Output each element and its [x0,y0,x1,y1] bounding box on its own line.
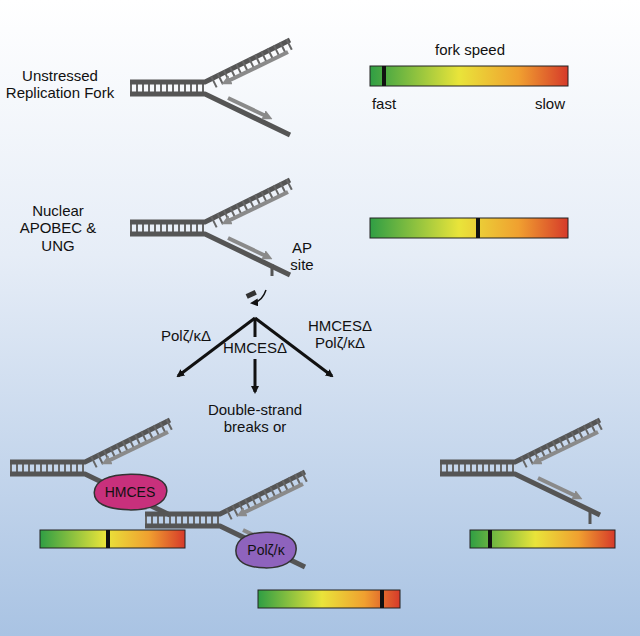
label: Polζ/κΔ [146,327,226,344]
label: HMCESΔ Polζ/κΔ [305,317,375,352]
label: fast [359,95,409,112]
hmces-protein: HMCES [92,473,169,511]
flip-arrow [252,290,266,303]
replication-fork [440,420,600,515]
label: Nuclear APOBEC & UNG [17,202,99,254]
branch-arrow [254,318,257,337]
ap-site-mark [589,512,592,524]
excised-base [246,290,257,299]
speed-bar [370,66,568,86]
polymerase-protein: Polζ/κ [234,531,298,569]
replication-fork [145,472,305,567]
ap-site-mark [271,264,274,276]
label: fork speed [410,41,530,58]
speed-bar [258,590,400,608]
branch-arrow [254,359,257,392]
replication-fork [130,180,290,275]
label: Unstressed Replication Fork [0,67,120,102]
speed-bar [40,530,185,548]
label: HMCESΔ [210,339,300,356]
node-text: Polζ/κ [247,542,284,558]
label: AP site [281,239,323,274]
replication-fork [130,40,290,135]
speed-bar [370,218,568,238]
replication-fork [10,420,170,515]
label: slow [525,95,575,112]
node-text: HMCES [105,484,156,500]
label: Double-strand breaks or [203,401,307,436]
speed-bar [470,530,615,548]
